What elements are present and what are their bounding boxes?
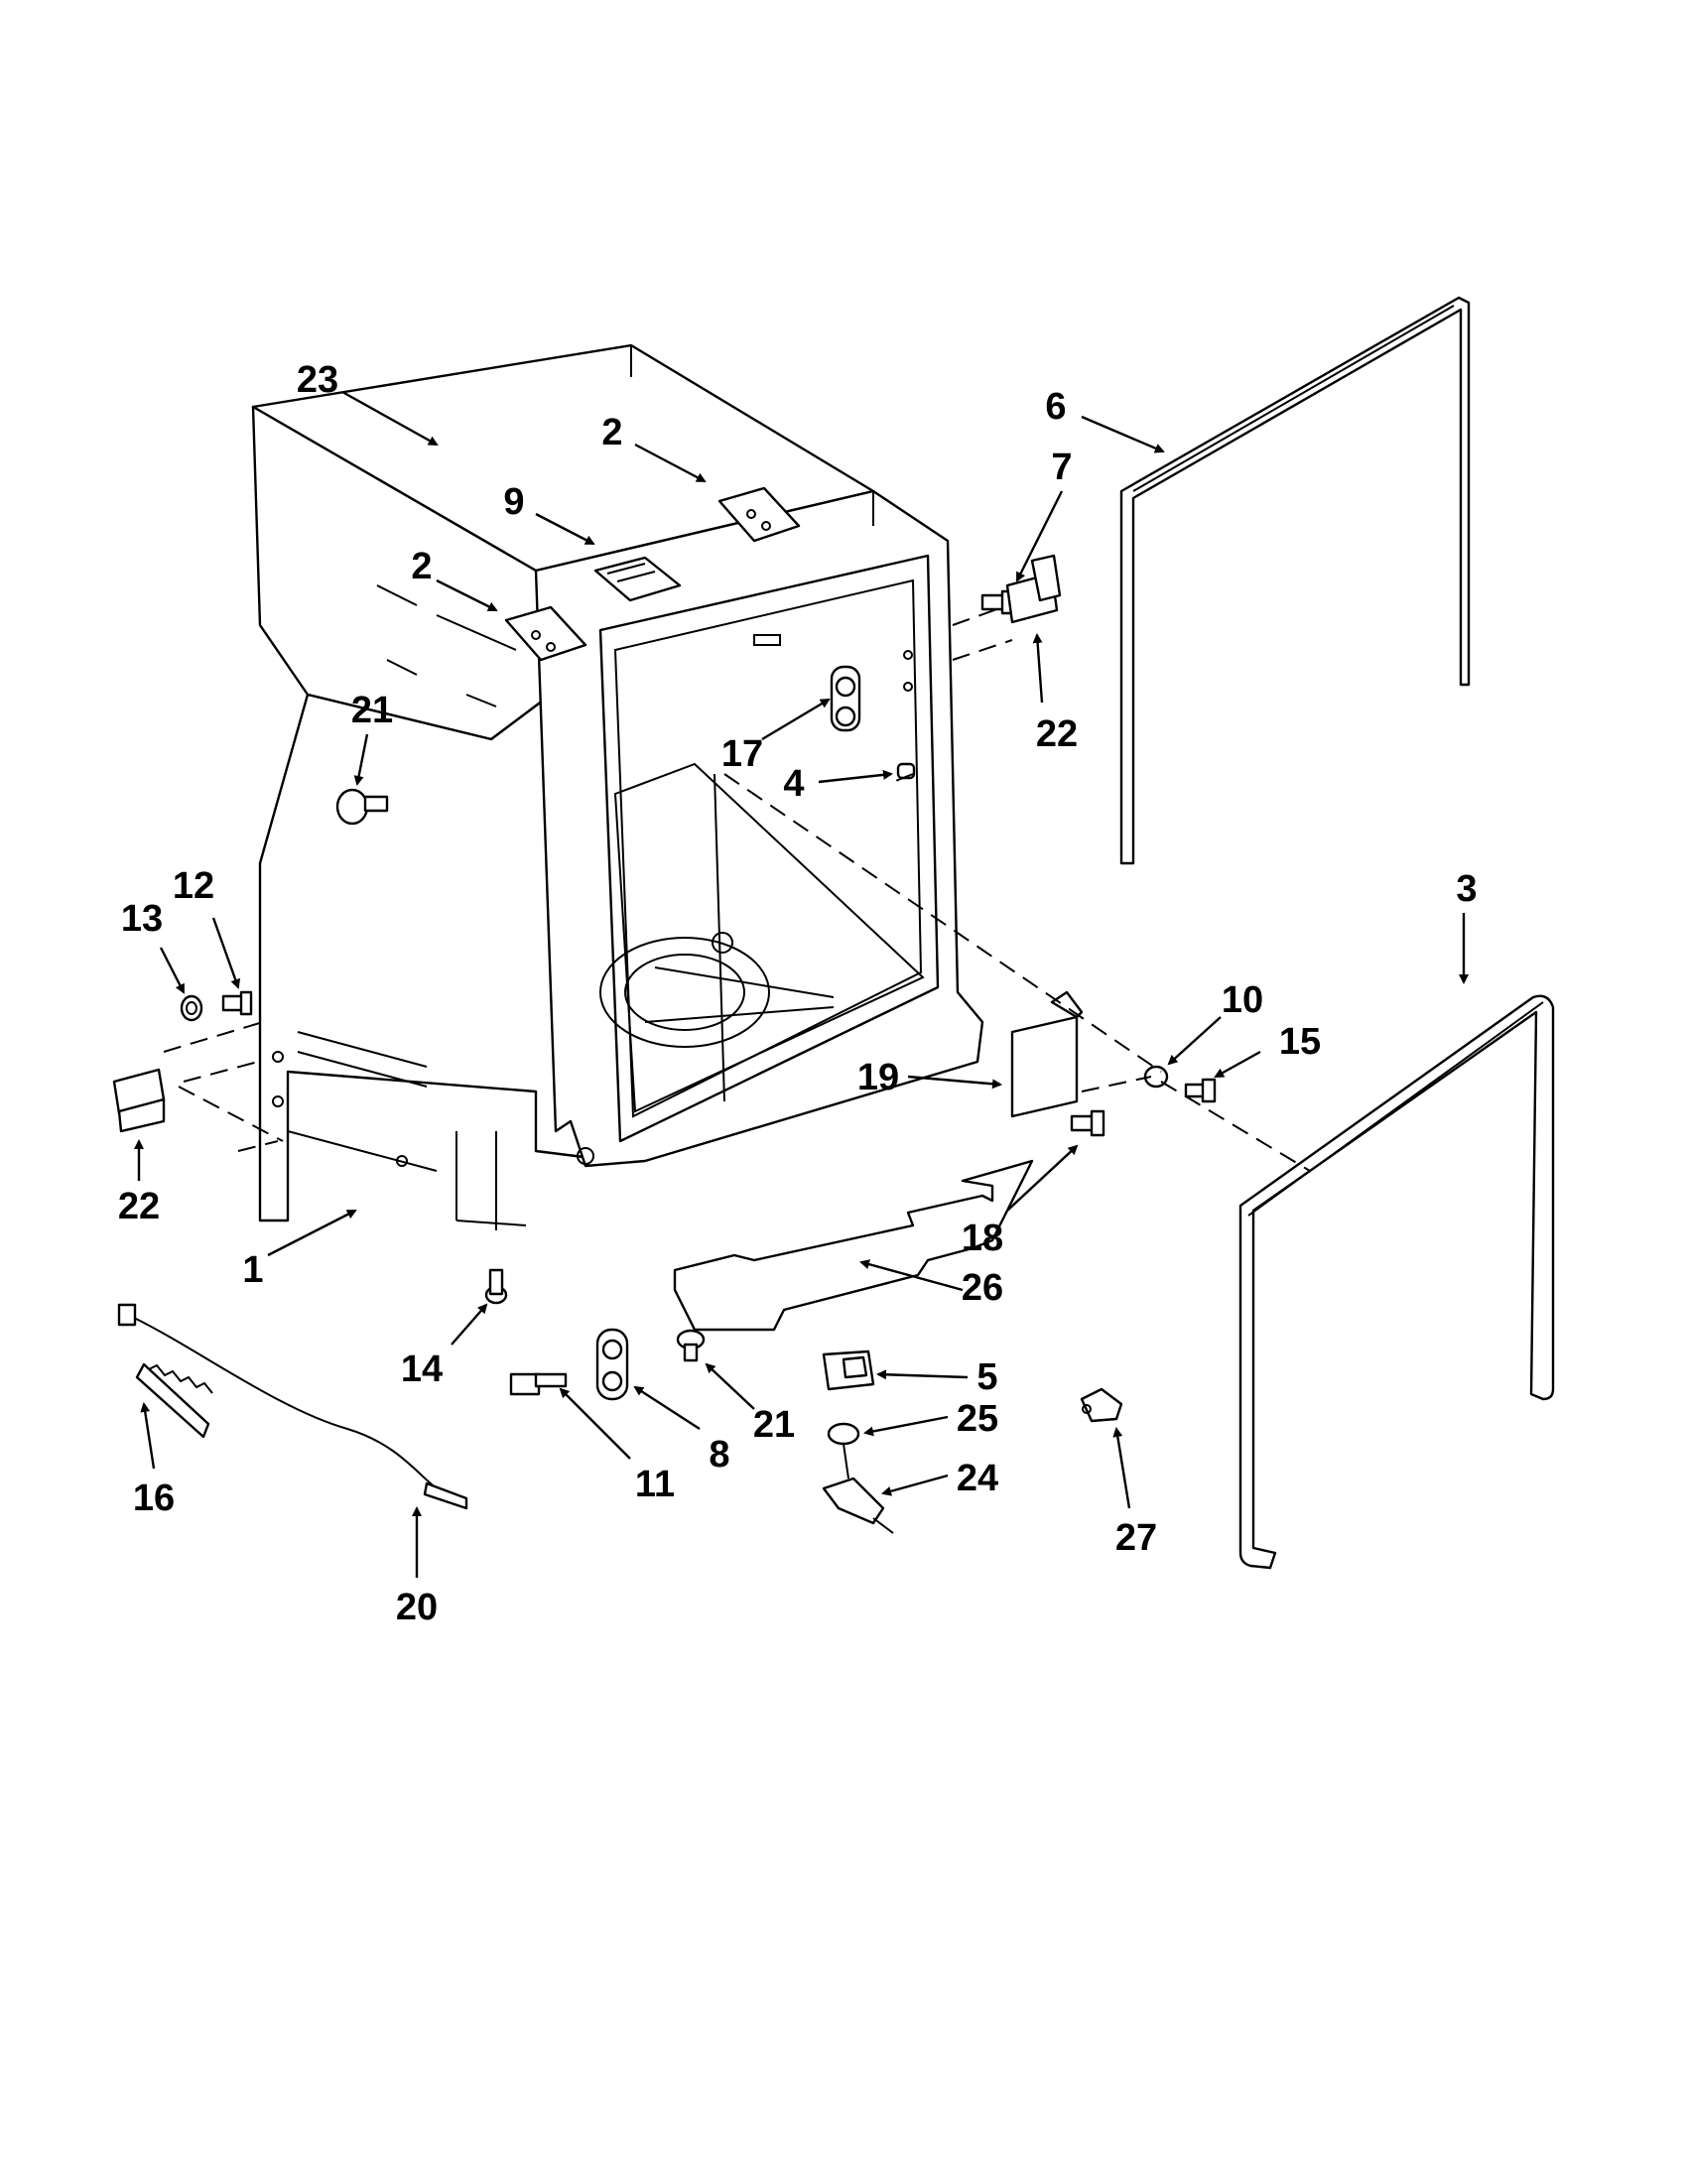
sensor-25	[827, 1422, 860, 1479]
callout-9: 9	[503, 481, 524, 523]
callout-27: 27	[1115, 1517, 1157, 1559]
stud-21	[676, 1329, 706, 1362]
hinge-bracket-lower	[504, 605, 587, 662]
leveling-leg-14	[484, 1268, 508, 1305]
bracket-22-right	[1005, 554, 1062, 624]
clip-27	[1080, 1387, 1123, 1423]
callout-4: 4	[783, 763, 804, 805]
plate-26	[673, 1159, 1034, 1332]
hinge-bracket-upper	[717, 486, 801, 543]
callout-1: 1	[242, 1249, 263, 1291]
sensor-cable-20	[117, 1303, 468, 1510]
callout-20: 20	[396, 1587, 438, 1628]
callout-21-upper: 21	[351, 690, 393, 731]
tub-stud	[335, 788, 389, 826]
washer-13	[180, 994, 203, 1022]
callout-23: 23	[297, 359, 338, 401]
alignment-lines	[163, 606, 1311, 1172]
callout-15: 15	[1279, 1021, 1321, 1063]
callout-26: 26	[962, 1267, 1003, 1309]
tub-assembly	[251, 343, 984, 1230]
callout-8: 8	[709, 1434, 729, 1476]
callout-2-upper: 2	[601, 412, 622, 453]
callout-11: 11	[635, 1464, 675, 1505]
callout-25: 25	[957, 1398, 998, 1440]
switch-5	[822, 1349, 875, 1391]
door-gasket-bottom	[1238, 994, 1555, 1570]
screw-15	[1184, 1078, 1217, 1103]
callout-labels: 23 2 9 2 6 7 22 21 17 4 3 12 13 10 15 19…	[118, 359, 1478, 1628]
screw-18	[1070, 1109, 1105, 1137]
bracket-19	[1010, 990, 1084, 1118]
callout-21-lower: 21	[753, 1404, 795, 1446]
callout-19: 19	[857, 1057, 899, 1098]
callout-7: 7	[1051, 447, 1072, 488]
callout-13: 13	[121, 898, 163, 940]
callout-24: 24	[957, 1458, 998, 1499]
bracket-24	[822, 1477, 894, 1534]
callout-3: 3	[1456, 868, 1477, 910]
roller-8	[595, 1328, 629, 1401]
callout-22-left: 22	[118, 1186, 160, 1227]
callout-6: 6	[1045, 386, 1066, 428]
callout-2-lower: 2	[411, 546, 432, 587]
vent-plate	[593, 556, 682, 602]
callout-5: 5	[976, 1356, 997, 1398]
screw-12	[221, 990, 253, 1016]
leader-lines	[134, 390, 1469, 1578]
bracket-22-left	[112, 1068, 166, 1133]
callout-17: 17	[721, 733, 763, 775]
callout-14: 14	[401, 1349, 443, 1390]
callout-10: 10	[1222, 979, 1263, 1021]
bolt-11	[509, 1372, 568, 1396]
callout-16: 16	[133, 1477, 175, 1519]
callout-18: 18	[962, 1218, 1003, 1259]
door-roller	[830, 650, 913, 732]
callout-22-right: 22	[1036, 713, 1078, 755]
heater-coil-16	[135, 1362, 213, 1439]
door-gasket-side	[1119, 296, 1471, 865]
callout-12: 12	[173, 865, 214, 907]
